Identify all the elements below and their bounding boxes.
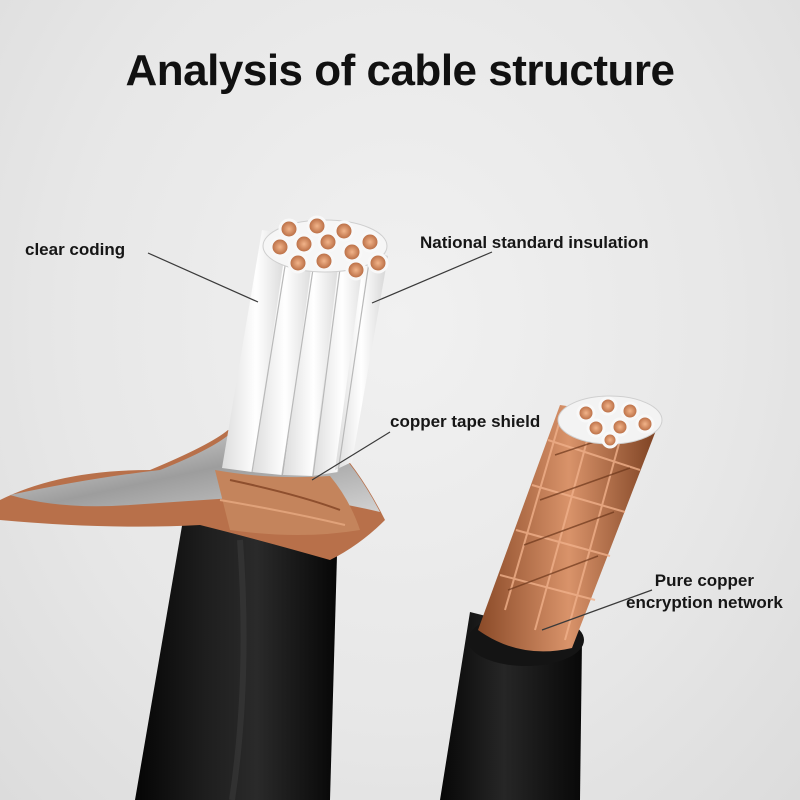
label-clear-coding: clear coding [25, 240, 126, 259]
label-national-standard-insulation: National standard insulation [420, 233, 649, 252]
left-cable-jacket [135, 520, 338, 800]
label-pure-copper-line1: Pure copper [654, 571, 754, 590]
leader-line-clear-coding [147, 252, 259, 303]
leader-lines [147, 251, 653, 631]
copper-braid-network [478, 395, 663, 652]
leader-line-copper-tape [311, 431, 391, 481]
leader-line-insulation [371, 251, 493, 304]
insulated-conductors [222, 215, 389, 477]
label-copper-tape-shield: copper tape shield [390, 412, 541, 431]
label-pure-copper-line2: encryption network [626, 593, 783, 612]
leader-line-pure-copper [541, 589, 653, 631]
page-title: Analysis of cable structure [125, 46, 675, 95]
label-pure-copper-encryption-network: Pure copper encryption network [626, 570, 783, 614]
